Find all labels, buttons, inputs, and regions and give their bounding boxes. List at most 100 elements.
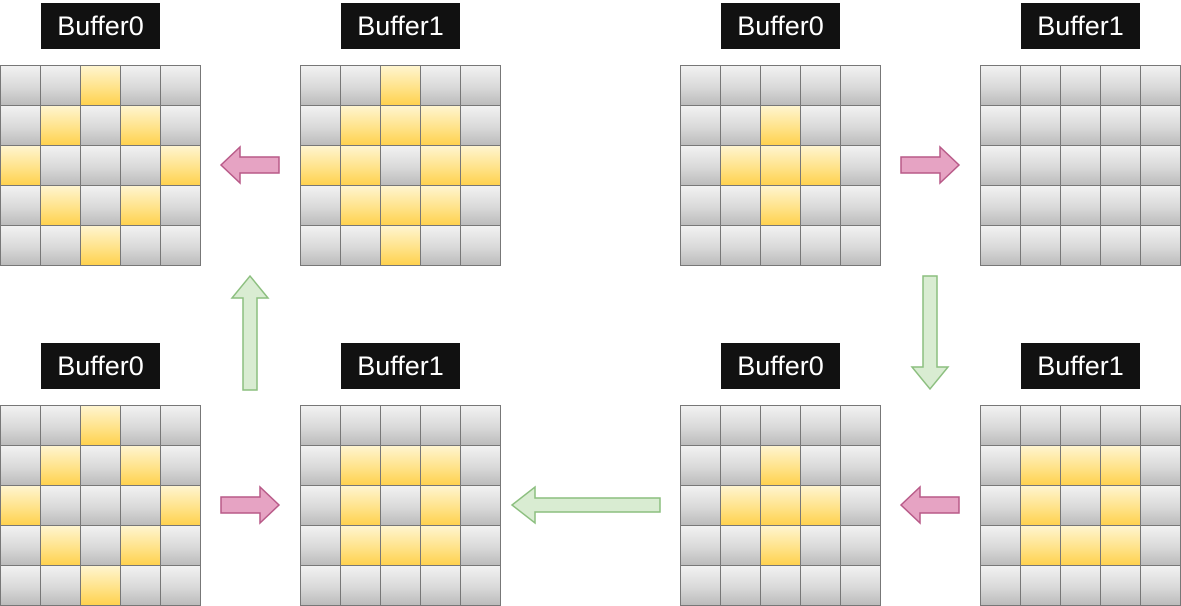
active-cell — [41, 446, 81, 486]
inactive-cell — [421, 566, 461, 606]
inactive-cell — [301, 186, 341, 226]
inactive-cell — [161, 66, 201, 106]
buffer-grid-bottom-right-buffer1 — [980, 405, 1181, 606]
active-cell — [761, 106, 801, 146]
inactive-cell — [1141, 186, 1181, 226]
inactive-cell — [41, 226, 81, 266]
active-cell — [801, 486, 841, 526]
inactive-cell — [1, 566, 41, 606]
inactive-cell — [1141, 566, 1181, 606]
inactive-cell — [1101, 106, 1141, 146]
active-cell — [41, 186, 81, 226]
active-cell — [341, 106, 381, 146]
inactive-cell — [421, 66, 461, 106]
inactive-cell — [1061, 66, 1101, 106]
inactive-cell — [421, 406, 461, 446]
inactive-cell — [761, 406, 801, 446]
inactive-cell — [461, 186, 501, 226]
inactive-cell — [1101, 146, 1141, 186]
inactive-cell — [981, 106, 1021, 146]
inactive-cell — [1, 106, 41, 146]
inactive-cell — [801, 446, 841, 486]
inactive-cell — [1061, 566, 1101, 606]
inactive-cell — [41, 406, 81, 446]
inactive-cell — [681, 406, 721, 446]
inactive-cell — [1101, 406, 1141, 446]
pink-arrow-left-icon — [899, 485, 960, 525]
active-cell — [1101, 446, 1141, 486]
active-cell — [1, 146, 41, 186]
panel-label-top-left-buffer1: Buffer1 — [341, 3, 460, 49]
active-cell — [761, 446, 801, 486]
active-cell — [461, 146, 501, 186]
active-cell — [1, 486, 41, 526]
inactive-cell — [801, 66, 841, 106]
active-cell — [121, 106, 161, 146]
active-cell — [761, 146, 801, 186]
inactive-cell — [161, 186, 201, 226]
panel-label-bottom-right-buffer1: Buffer1 — [1021, 343, 1140, 389]
inactive-cell — [681, 526, 721, 566]
inactive-cell — [81, 526, 121, 566]
inactive-cell — [981, 66, 1021, 106]
inactive-cell — [81, 146, 121, 186]
inactive-cell — [981, 146, 1021, 186]
inactive-cell — [1021, 226, 1061, 266]
active-cell — [761, 526, 801, 566]
active-cell — [341, 446, 381, 486]
active-cell — [41, 526, 81, 566]
inactive-cell — [121, 66, 161, 106]
active-cell — [381, 66, 421, 106]
active-cell — [341, 186, 381, 226]
inactive-cell — [841, 566, 881, 606]
inactive-cell — [341, 406, 381, 446]
inactive-cell — [301, 66, 341, 106]
inactive-cell — [681, 486, 721, 526]
inactive-cell — [1141, 446, 1181, 486]
inactive-cell — [1101, 226, 1141, 266]
inactive-cell — [681, 566, 721, 606]
inactive-cell — [1061, 106, 1101, 146]
inactive-cell — [461, 106, 501, 146]
inactive-cell — [841, 186, 881, 226]
inactive-cell — [1061, 486, 1101, 526]
panel-label-bottom-right-buffer0: Buffer0 — [721, 343, 840, 389]
inactive-cell — [1141, 106, 1181, 146]
active-cell — [341, 146, 381, 186]
inactive-cell — [41, 66, 81, 106]
inactive-cell — [381, 486, 421, 526]
inactive-cell — [841, 406, 881, 446]
inactive-cell — [681, 446, 721, 486]
active-cell — [1101, 486, 1141, 526]
buffer-grid-top-left-buffer1 — [300, 65, 501, 266]
active-cell — [381, 446, 421, 486]
active-cell — [81, 406, 121, 446]
inactive-cell — [1, 446, 41, 486]
active-cell — [1061, 446, 1101, 486]
inactive-cell — [121, 566, 161, 606]
active-cell — [81, 226, 121, 266]
inactive-cell — [721, 406, 761, 446]
active-cell — [121, 186, 161, 226]
inactive-cell — [841, 446, 881, 486]
inactive-cell — [721, 226, 761, 266]
inactive-cell — [681, 186, 721, 226]
active-cell — [1021, 446, 1061, 486]
inactive-cell — [381, 566, 421, 606]
inactive-cell — [41, 566, 81, 606]
inactive-cell — [981, 526, 1021, 566]
inactive-cell — [1061, 406, 1101, 446]
buffer-grid-top-left-buffer0 — [0, 65, 201, 266]
inactive-cell — [1021, 566, 1061, 606]
inactive-cell — [1061, 226, 1101, 266]
active-cell — [761, 186, 801, 226]
inactive-cell — [341, 66, 381, 106]
active-cell — [421, 186, 461, 226]
pink-arrow-left-icon — [219, 145, 280, 185]
inactive-cell — [121, 146, 161, 186]
green-arrow-down-icon — [910, 275, 950, 391]
active-cell — [121, 446, 161, 486]
inactive-cell — [121, 486, 161, 526]
inactive-cell — [461, 566, 501, 606]
panel-label-top-left-buffer0: Buffer0 — [41, 3, 160, 49]
